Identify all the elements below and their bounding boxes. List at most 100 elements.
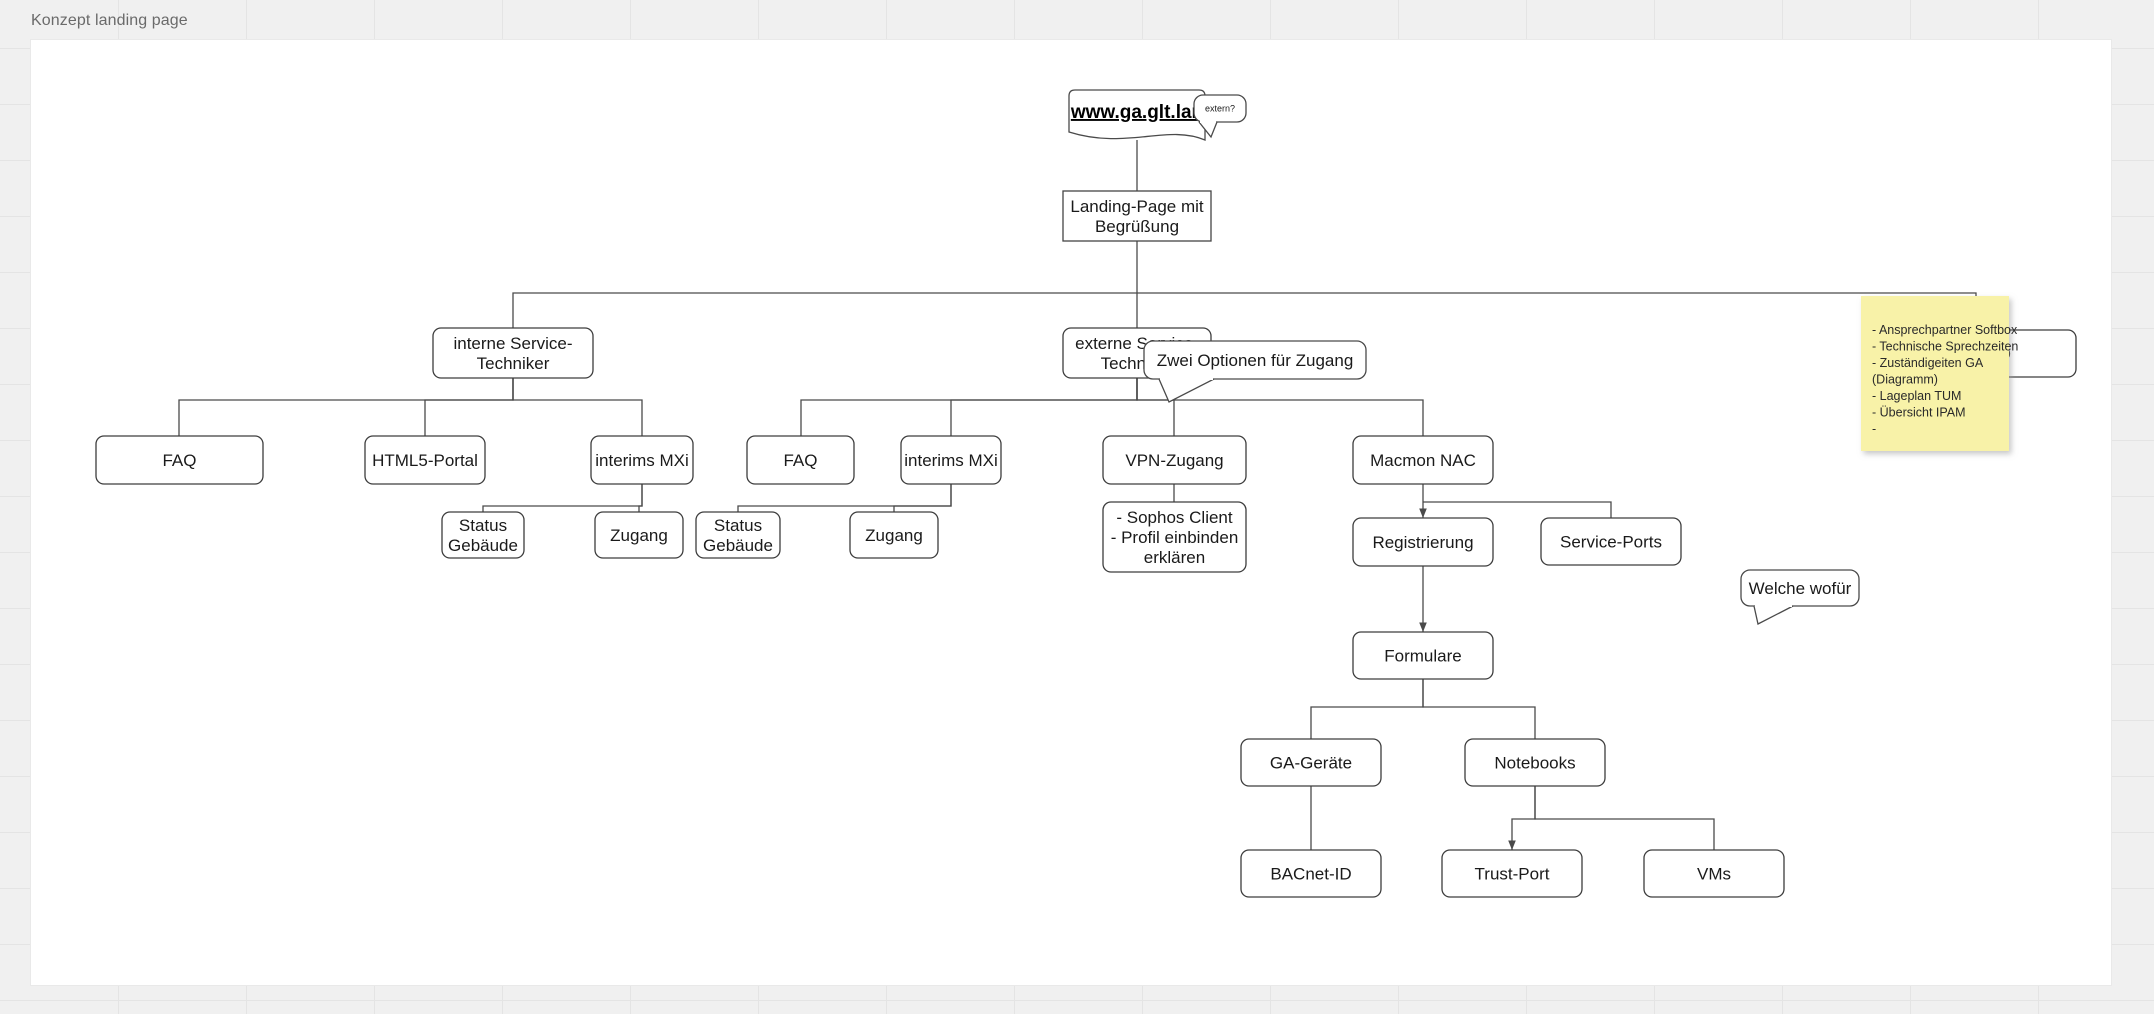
node-registr[interactable]: Registrierung	[1352, 517, 1494, 567]
edge-mxi1-to-status1	[482, 484, 643, 512]
node-box[interactable]	[849, 511, 939, 559]
callout-label: extern?	[1205, 104, 1235, 114]
sticky-note-line: -	[1872, 422, 1876, 436]
node-box[interactable]	[1540, 517, 1682, 566]
node-label: Macmon NAC	[1370, 451, 1476, 470]
node-box[interactable]	[1643, 849, 1785, 898]
node-trustport[interactable]: Trust-Port	[1441, 849, 1583, 898]
node-label: Formulare	[1384, 647, 1461, 666]
node-box[interactable]	[1240, 738, 1382, 787]
node-formulare[interactable]: Formulare	[1352, 631, 1494, 680]
node-geraete[interactable]: GA-Geräte	[1240, 738, 1382, 787]
node-box[interactable]	[900, 435, 1002, 485]
edge-notebooks-to-trustport	[1508, 786, 1536, 850]
callout-extern[interactable]: extern?	[1193, 94, 1247, 139]
node-box[interactable]	[1102, 435, 1247, 485]
edge-notebooks-to-vms	[1534, 786, 1715, 850]
edge-mxi2-to-zugang2	[893, 484, 952, 512]
callout-tail	[1753, 605, 1794, 625]
sticky-note[interactable]: - Ansprechpartner Softbox- Technische Sp…	[1861, 296, 2018, 451]
edge-externe-to-faq2	[800, 378, 1138, 436]
edge-formulare-to-geraete	[1310, 679, 1424, 739]
node-label: FAQ	[783, 451, 817, 470]
node-label: FAQ	[162, 451, 196, 470]
callout-welche[interactable]: Welche wofür	[1740, 569, 1860, 625]
node-label: BACnet-ID	[1270, 865, 1351, 884]
callout-bubble[interactable]	[1143, 340, 1367, 380]
sticky-note-body[interactable]	[1861, 296, 2009, 451]
node-label: www.ga.glt.lan	[1070, 102, 1203, 123]
node-label: VPN-Zugang	[1125, 451, 1223, 470]
edge-interne-to-html5	[424, 378, 514, 436]
node-label: Zugang	[610, 526, 668, 545]
node-sophos[interactable]: - Sophos Client- Profil einbindenerkläre…	[1102, 501, 1247, 573]
node-notebooks[interactable]: Notebooks	[1464, 738, 1606, 787]
callout-bubble[interactable]	[1740, 569, 1860, 607]
sticky-note-line: (Diagramm)	[1872, 373, 1938, 387]
node-label: Landing-Page mit	[1070, 197, 1204, 216]
callout-tail	[1198, 121, 1218, 139]
node-label: Gebäude	[703, 536, 773, 555]
node-box[interactable]	[1352, 517, 1494, 567]
node-zugang2[interactable]: Zugang	[849, 511, 939, 559]
node-box[interactable]	[1062, 190, 1212, 242]
node-label: Registrierung	[1372, 533, 1473, 552]
node-box[interactable]	[1352, 435, 1494, 485]
node-faq1[interactable]: FAQ	[95, 435, 264, 485]
node-box[interactable]	[746, 435, 855, 485]
node-label: Service-Ports	[1560, 533, 1662, 552]
node-box[interactable]	[695, 511, 781, 559]
callout-bubble[interactable]	[1193, 94, 1247, 123]
node-box[interactable]	[1352, 631, 1494, 680]
node-box[interactable]	[95, 435, 264, 485]
node-html5[interactable]: HTML5-Portal	[364, 435, 486, 485]
node-label: Status	[714, 516, 762, 535]
edge-interne-to-mxi1	[512, 378, 643, 436]
node-label: HTML5-Portal	[372, 451, 478, 470]
node-box[interactable]	[441, 511, 525, 559]
node-box[interactable]	[590, 435, 694, 485]
node-box[interactable]	[432, 327, 594, 379]
node-vpn[interactable]: VPN-Zugang	[1102, 435, 1247, 485]
node-label: Begrüßung	[1095, 217, 1179, 236]
node-label: - Sophos Client	[1116, 508, 1233, 527]
sticky-note-line: - Lageplan TUM	[1872, 389, 1961, 403]
node-label: Zugang	[865, 526, 923, 545]
node-interne[interactable]: interne Service-Techniker	[432, 327, 594, 379]
edge-mxi1-to-zugang1	[638, 484, 643, 512]
node-box[interactable]	[364, 435, 486, 485]
edge-macmon-to-ports	[1423, 501, 1612, 518]
node-box[interactable]	[1102, 501, 1247, 573]
node-bacnet[interactable]: BACnet-ID	[1240, 849, 1382, 898]
node-box[interactable]	[1464, 738, 1606, 787]
node-box[interactable]	[1240, 849, 1382, 898]
node-label: erklären	[1144, 548, 1205, 567]
node-mxi1[interactable]: interims MXi	[590, 435, 694, 485]
node-label: interims MXi	[904, 451, 998, 470]
node-zugang1[interactable]: Zugang	[594, 511, 684, 559]
sticky-note-layer[interactable]: - Ansprechpartner Softbox- Technische Sp…	[1861, 296, 2018, 451]
callout-tail-join	[1160, 377, 1213, 380]
sticky-note-line: - Zuständigeiten GA	[1872, 356, 1984, 370]
node-box[interactable]	[1441, 849, 1583, 898]
callout-label: Zwei Optionen für Zugang	[1157, 351, 1354, 370]
edge-formulare-to-notebooks	[1422, 679, 1536, 739]
callout-label: Welche wofür	[1749, 579, 1852, 598]
node-box[interactable]	[594, 511, 684, 559]
node-macmon[interactable]: Macmon NAC	[1352, 435, 1494, 485]
node-faq2[interactable]: FAQ	[746, 435, 855, 485]
callout-zwei[interactable]: Zwei Optionen für Zugang	[1143, 340, 1367, 403]
node-label: Trust-Port	[1475, 865, 1550, 884]
node-vms[interactable]: VMs	[1643, 849, 1785, 898]
edge-bus1-to-interne	[512, 292, 1137, 328]
node-mxi2[interactable]: interims MXi	[900, 435, 1002, 485]
node-ports[interactable]: Service-Ports	[1540, 517, 1682, 566]
node-url[interactable]: www.ga.glt.lan	[1068, 89, 1206, 141]
